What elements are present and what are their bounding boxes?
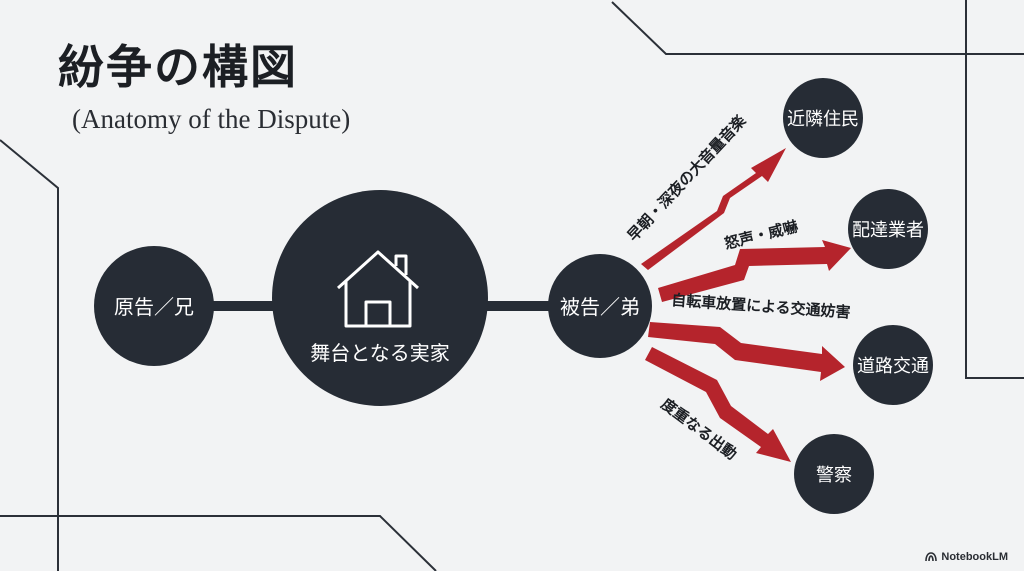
house-icon [336,250,420,328]
page-title: 紛争の構図 [58,40,298,94]
target-node-delivery [848,189,928,269]
target-label-traffic: 道路交通 [857,356,929,377]
page-subtitle: (Anatomy of the Dispute) [72,104,351,134]
plaintiff-label: 原告／兄 [114,295,194,319]
watermark: NotebookLM [925,551,1008,563]
plaintiff-node [94,246,214,366]
defendant-node [548,254,652,358]
defendant-label: 被告／弟 [560,295,640,319]
action-label-traffic: 自転車放置による交通妨害 [671,291,851,321]
watermark-label: NotebookLM [941,551,1008,563]
target-label-police: 警察 [816,465,852,486]
arrow-police [645,347,791,462]
target-node-traffic [853,325,933,405]
target-label-neighbors: 近隣住民 [787,109,859,130]
arrow-traffic [648,322,845,381]
arrows [641,148,851,462]
notebooklm-logo-icon [925,552,938,562]
house-label: 舞台となる実家 [310,341,449,365]
arrow-delivery [658,240,851,302]
target-label-delivery: 配達業者 [852,220,924,241]
target-node-neighbors [783,78,863,158]
house-node [272,190,488,406]
action-label-neighbors: 早朝・深夜の大音量音楽 [624,111,750,245]
arrow-neighbors [641,148,786,270]
target-node-police [794,434,874,514]
action-label-delivery: 怒声・威嚇 [723,217,800,253]
